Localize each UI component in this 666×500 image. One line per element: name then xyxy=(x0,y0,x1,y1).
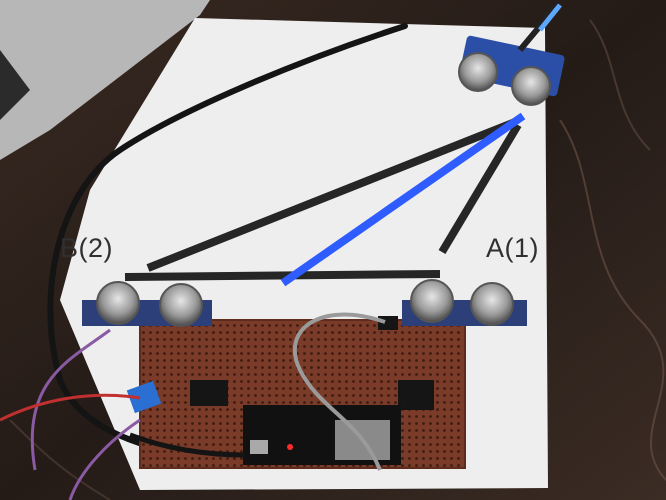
grey-wire xyxy=(292,312,386,471)
label-b: B(2) xyxy=(60,233,114,263)
esp32-board xyxy=(243,405,401,465)
usb-cable xyxy=(47,23,408,461)
marble-vein xyxy=(589,19,651,151)
header-connector xyxy=(378,316,398,330)
purple-wire-2 xyxy=(68,418,141,500)
header-connector xyxy=(190,380,228,406)
blue-module xyxy=(126,380,162,414)
header-connector xyxy=(398,380,434,410)
marble-vein xyxy=(9,419,111,500)
reflection-line-b xyxy=(146,118,517,272)
laptop-keyboard xyxy=(0,50,30,120)
reflection-line-a xyxy=(438,122,522,255)
marble-vein xyxy=(559,119,666,481)
highlight-line xyxy=(280,112,526,287)
purple-wire xyxy=(30,328,111,471)
laptop-corner xyxy=(0,0,210,160)
ultrasonic-sensor-top xyxy=(458,3,565,106)
black-wire xyxy=(129,432,246,458)
red-wire xyxy=(0,393,141,422)
label-a: A(1) xyxy=(486,233,540,263)
baseline-line xyxy=(124,270,441,281)
ultrasonic-sensor-left xyxy=(82,281,212,327)
ultrasonic-sensor-right xyxy=(402,279,527,326)
